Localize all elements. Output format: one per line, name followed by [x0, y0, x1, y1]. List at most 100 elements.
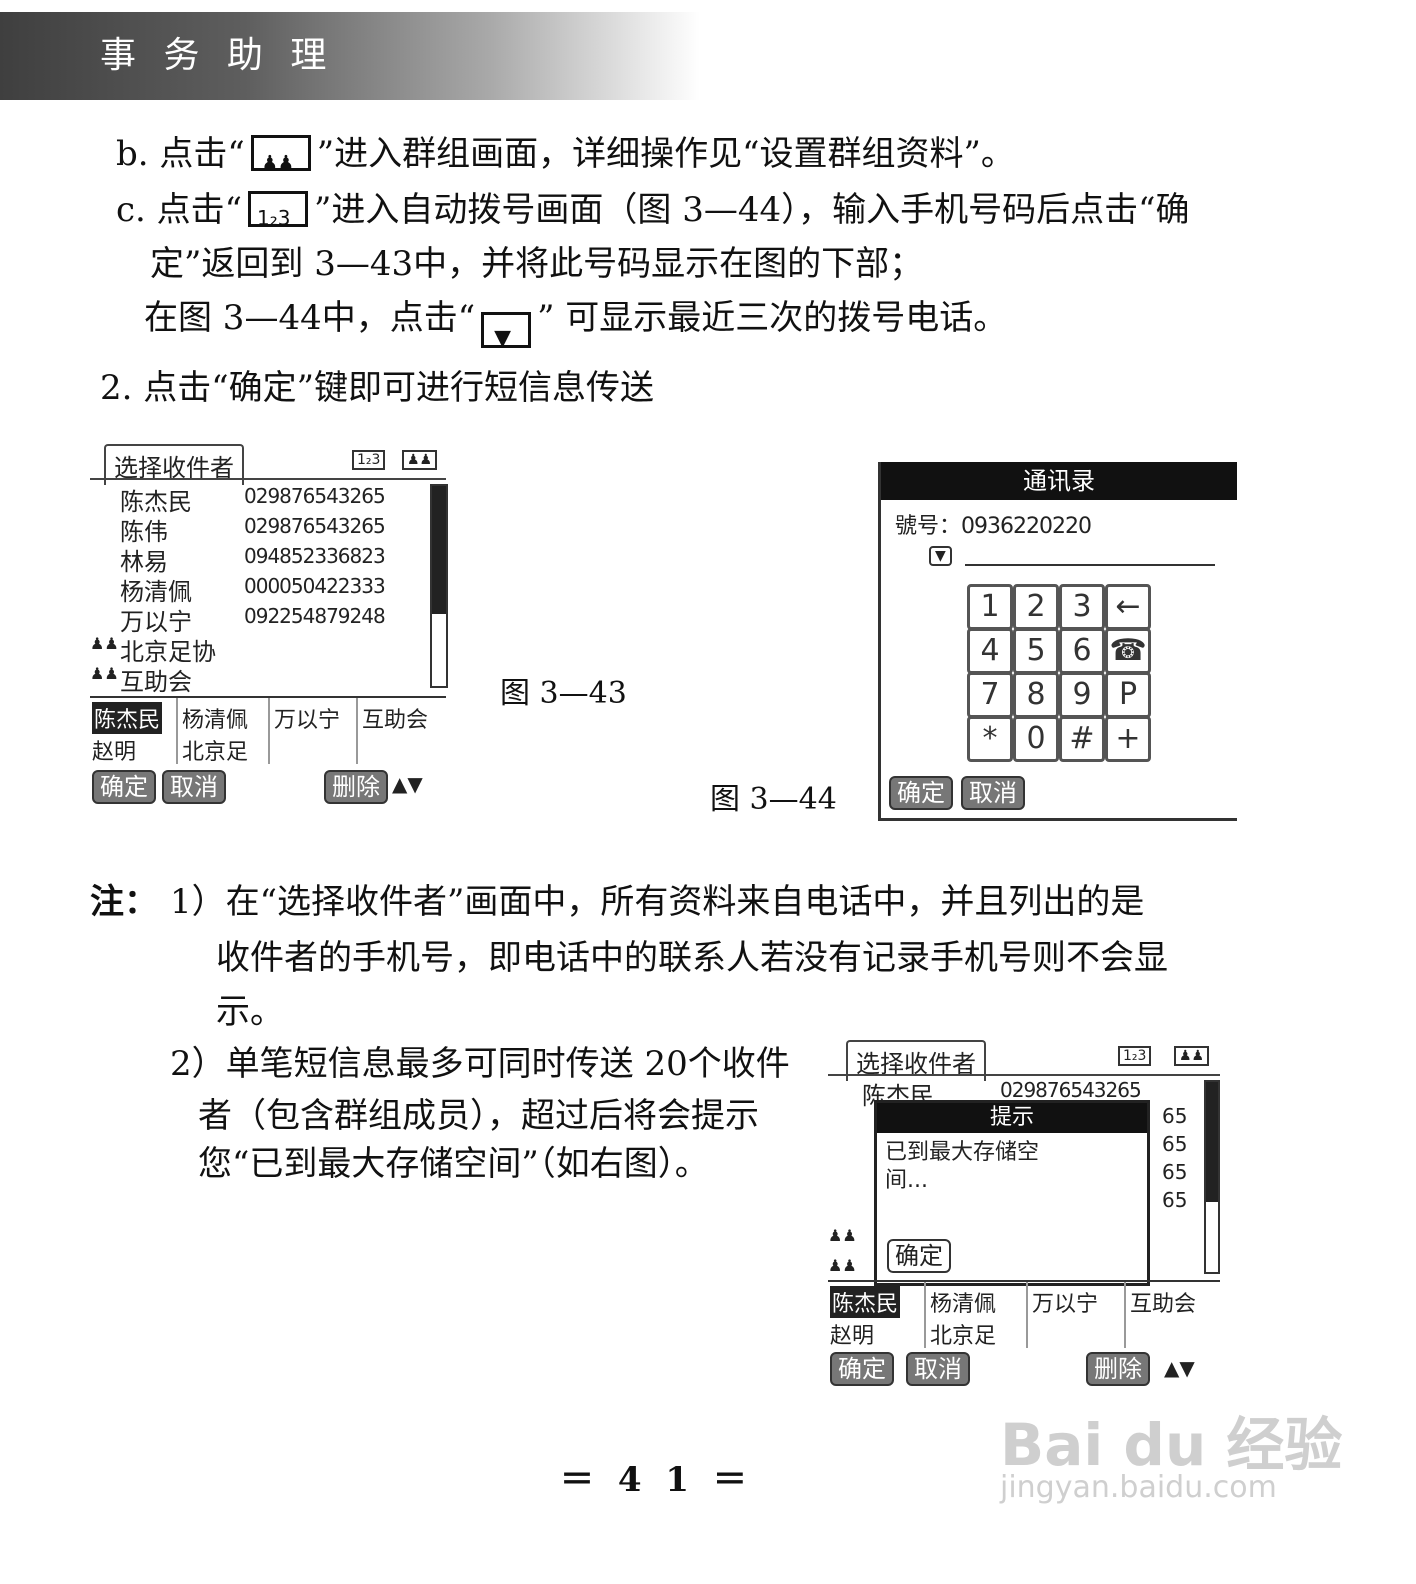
selected-recipient[interactable]: 北京足: [182, 740, 249, 765]
key-4[interactable]: 4: [967, 628, 1013, 674]
cancel-button[interactable]: 取消: [961, 776, 1025, 810]
dialog-message: 已到最大存储空 间...: [885, 1139, 1039, 1195]
delete-button[interactable]: 删除: [1086, 1352, 1150, 1386]
dialog-message-line: 已到最大存储空: [885, 1140, 1040, 1165]
header-bar: [0, 12, 700, 100]
grid-divider: [356, 698, 358, 764]
scrollbar-thumb[interactable]: [1206, 1082, 1218, 1202]
cancel-button[interactable]: 取消: [162, 770, 226, 804]
selected-recipient[interactable]: 互助会: [362, 708, 429, 733]
contact-name: 陈伟: [120, 518, 168, 546]
instruction-b-post: ”进入群组画面，详细操作见“设置群组资料”。: [316, 134, 1015, 174]
people-group-icon[interactable]: ♟♟: [402, 450, 438, 470]
figure-3-43-caption: 图 3—43: [500, 676, 627, 711]
contact-phone: 65: [1162, 1132, 1188, 1156]
key-hash[interactable]: #: [1059, 716, 1105, 762]
selected-recipient[interactable]: 北京足: [930, 1324, 997, 1349]
contact-list: 陈杰民 0298765432​65 陈伟 029876543265 林易 094…: [90, 482, 430, 696]
key-1[interactable]: 1: [967, 584, 1013, 630]
grid-divider: [268, 698, 270, 764]
selected-recipient[interactable]: 万以宁: [274, 708, 341, 733]
scroll-arrows-icon[interactable]: ▲▼: [1164, 1356, 1195, 1380]
key-2[interactable]: 2: [1013, 584, 1059, 630]
key-3[interactable]: 3: [1059, 584, 1105, 630]
selected-recipients: 陈杰民 杨清佩 万以宁 互助会 赵明 北京足: [90, 696, 446, 765]
people-group-icon-glyph: ♟♟: [261, 152, 295, 173]
selected-recipient[interactable]: 陈杰民: [830, 1286, 901, 1318]
dial-number-icon[interactable]: 1₂3: [352, 450, 386, 470]
grid-divider: [1026, 1282, 1028, 1348]
cancel-button[interactable]: 取消: [906, 1352, 970, 1386]
key-9[interactable]: 9: [1059, 672, 1105, 718]
instruction-c-line3-pre: 在图 3—44中，点击“: [144, 298, 476, 338]
contact-phone: 000050422333: [244, 574, 386, 598]
key-backspace[interactable]: ←: [1105, 584, 1151, 630]
storage-full-screen: 选择收件者 1₂3 ♟♟ 陈杰民 029876543265 65 65 65 6…: [828, 1040, 1220, 1392]
key-plus[interactable]: +: [1105, 716, 1151, 762]
selected-recipient[interactable]: 赵明: [92, 740, 137, 765]
note-2-line1: 2）单笔短信息最多可同时传送 20个收件: [170, 1044, 790, 1084]
baidu-watermark-brand: Bai du 经验: [1000, 1411, 1343, 1479]
list-item[interactable]: 万以宁 092254879248: [90, 602, 430, 636]
key-call[interactable]: ☎: [1105, 628, 1151, 674]
title-divider: [90, 478, 446, 480]
group-name: 北京足协: [120, 638, 216, 666]
key-star[interactable]: *: [967, 716, 1013, 762]
scrollbar[interactable]: [1204, 1080, 1220, 1274]
note-2-line3: 您“已到最大存储空间”（如右图）。: [198, 1144, 709, 1184]
note-1-line2: 收件者的手机号，即电话中的联系人若没有记录手机号则不会显: [216, 938, 1168, 978]
instruction-c: c. 点击“ 1₂3 ”进入自动拨号画面（图 3—44），输入手机号码后点击“确: [116, 188, 1190, 232]
key-5[interactable]: 5: [1013, 628, 1059, 674]
dial-number-icon-glyph: 1₂3: [257, 206, 291, 230]
scroll-arrows-icon[interactable]: ▲▼: [392, 772, 423, 796]
instruction-c-post: ”进入自动拨号画面（图 3—44），输入手机号码后点击“确: [314, 190, 1190, 230]
contact-name: 陈杰民: [120, 488, 192, 516]
selected-recipient[interactable]: 杨清佩: [182, 708, 249, 733]
key-6[interactable]: 6: [1059, 628, 1105, 674]
people-group-icon[interactable]: ♟♟: [1174, 1046, 1210, 1066]
instruction-c-pre: c. 点击“: [116, 190, 243, 230]
storage-full-dialog: 提示 已到最大存储空 间... 确定: [874, 1100, 1150, 1286]
list-item[interactable]: 林易 094852336823: [90, 542, 430, 576]
selected-recipient[interactable]: 陈杰民: [92, 702, 163, 734]
instruction-c-line3-post: ” 可显示最近三次的拨号电话。: [537, 298, 1008, 338]
figure-3-44-screen: 通讯录 號号：0936220220 ▼ 1 2 3 ← 4 5 6 ☎ 7 8 …: [878, 462, 1237, 821]
selected-recipient[interactable]: 杨清佩: [930, 1292, 997, 1317]
group-name: 互助会: [120, 668, 192, 696]
ok-button[interactable]: 确定: [92, 770, 156, 804]
scrollbar-thumb[interactable]: [432, 486, 446, 614]
contact-name: 万以宁: [120, 608, 192, 636]
dial-number-row: 號号：0936220220: [895, 508, 1092, 540]
list-item[interactable]: 陈伟 029876543265: [90, 512, 430, 546]
number-value: 0936220220: [961, 514, 1092, 539]
contact-name: 杨清佩: [120, 578, 192, 606]
key-pause[interactable]: P: [1105, 672, 1151, 718]
dial-number-icon: 1₂3: [248, 191, 309, 230]
contact-name: 林易: [120, 548, 168, 576]
selected-recipient[interactable]: 万以宁: [1032, 1292, 1099, 1317]
phonebook-title: 通讯录: [881, 462, 1237, 500]
dial-keypad: 1 2 3 ← 4 5 6 ☎ 7 8 9 P * 0 # +: [967, 584, 1157, 764]
number-history-field[interactable]: [965, 564, 1215, 566]
dropdown-arrow-icon[interactable]: ▼: [929, 546, 952, 566]
grid-divider: [1124, 1282, 1126, 1348]
key-0[interactable]: 0: [1013, 716, 1059, 762]
list-item[interactable]: 陈杰民 0298765432​65: [90, 482, 430, 516]
selected-recipient[interactable]: 互助会: [1130, 1292, 1197, 1317]
contact-phone: 094852336823: [244, 544, 386, 568]
scrollbar[interactable]: [430, 484, 448, 688]
delete-button[interactable]: 删除: [324, 770, 388, 804]
dialog-ok-button[interactable]: 确定: [887, 1239, 951, 1273]
contact-phone: 029876543265: [1000, 1078, 1142, 1102]
note-2-line2: 者（包含群组成员），超过后将会提示: [198, 1096, 759, 1136]
selected-recipient[interactable]: 赵明: [830, 1324, 875, 1349]
ok-button[interactable]: 确定: [830, 1352, 894, 1386]
ok-button[interactable]: 确定: [889, 776, 953, 810]
key-8[interactable]: 8: [1013, 672, 1059, 718]
list-item[interactable]: ♟♟ 北京足协: [90, 632, 430, 666]
list-item[interactable]: ♟♟ 互助会: [90, 662, 430, 696]
dial-number-icon[interactable]: 1₂3: [1118, 1046, 1152, 1066]
key-7[interactable]: 7: [967, 672, 1013, 718]
list-item[interactable]: 杨清佩 000050422333: [90, 572, 430, 606]
header-title: 事 务 助 理: [100, 35, 335, 76]
